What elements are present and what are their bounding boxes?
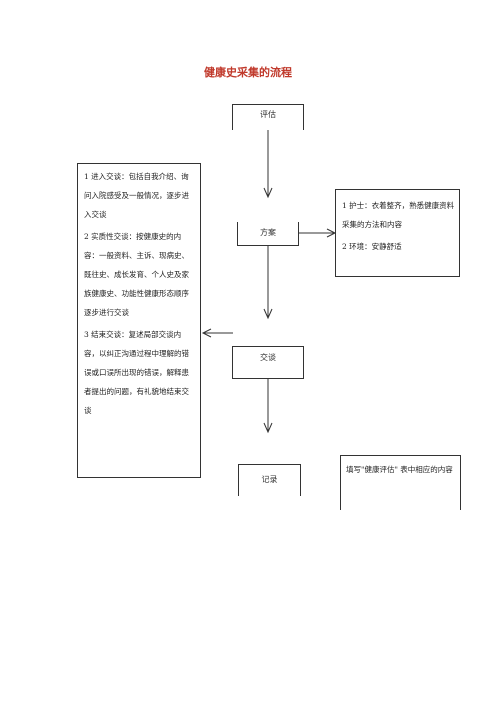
detail-paragraph-3: 3 结束交谈：复述局部交谈内容，以纠正沟通过程中理解的错误或口误所出现的错误，解… bbox=[84, 330, 189, 415]
assess-label: 评估 bbox=[260, 110, 276, 119]
arrow-head-detail-box bbox=[201, 328, 212, 338]
arrow-head-interview bbox=[263, 308, 273, 320]
assess-box: 评估 bbox=[232, 104, 304, 130]
preparation-paragraph-2: 2 环境：安静舒适 bbox=[342, 242, 402, 251]
preparation-box: 1 护士：衣着整齐，熟悉健康资料采集的方法和内容 2 环境：安静舒适 bbox=[335, 189, 460, 277]
arrow-head-record bbox=[263, 422, 273, 434]
preparation-paragraph-1: 1 护士：衣着整齐，熟悉健康资料采集的方法和内容 bbox=[342, 201, 455, 229]
record-box: 记录 bbox=[238, 464, 301, 496]
plan-label: 方案 bbox=[260, 228, 276, 237]
interview-detail-box: 1 进入交谈：包括自我介绍、询问入院感受及一般情况，逐步进入交谈 2 实质性交谈… bbox=[77, 163, 201, 478]
arrow-head-plan bbox=[263, 187, 273, 199]
interview-box: 交谈 bbox=[232, 346, 304, 379]
detail-paragraph-2: 2 实质性交谈：按健康史的内容：一般资料、主诉、现病史、既往史、成长发育、个人史… bbox=[84, 232, 189, 317]
record-label: 记录 bbox=[261, 475, 278, 484]
record-detail-paragraph: 填写"健康评估" 表中相应的内容 bbox=[346, 465, 453, 474]
plan-box: 方案 bbox=[237, 222, 299, 246]
arrow-head-preparation bbox=[326, 228, 337, 238]
interview-label: 交谈 bbox=[260, 353, 276, 362]
detail-paragraph-1: 1 进入交谈：包括自我介绍、询问入院感受及一般情况，逐步进入交谈 bbox=[84, 172, 189, 219]
record-detail-box: 填写"健康评估" 表中相应的内容 bbox=[340, 455, 461, 510]
page-title: 健康史采集的流程 bbox=[204, 66, 292, 79]
